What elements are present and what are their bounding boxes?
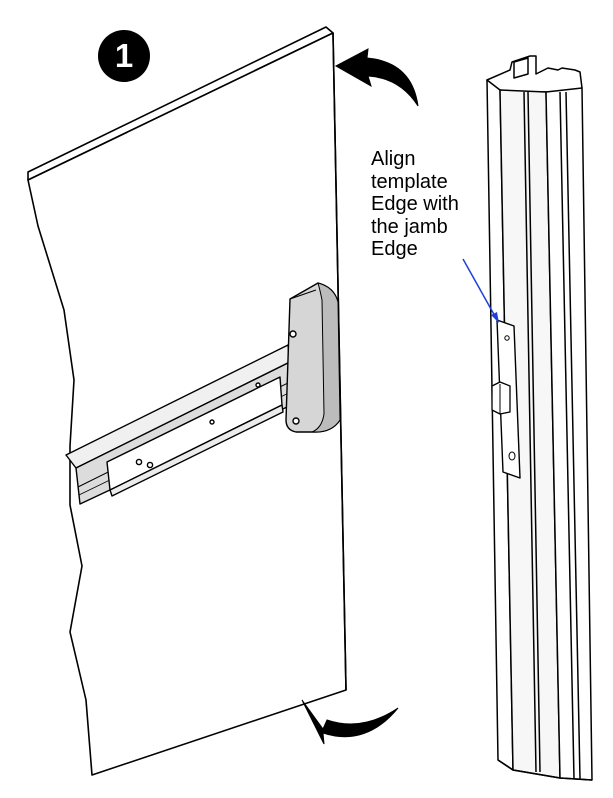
callout-line: template: [371, 170, 448, 193]
step-number-badge: 1: [98, 30, 150, 82]
door-jamb: [486, 55, 593, 781]
callout-line: Align: [371, 148, 416, 170]
leader-line: [462, 258, 497, 319]
screw-icon: [135, 458, 143, 466]
callout-line: Edge: [371, 238, 418, 261]
screw-icon: [504, 335, 510, 341]
curved-arrow-icon: [334, 48, 419, 107]
jamb-top-profile: [486, 55, 583, 93]
screw-icon: [209, 419, 215, 425]
screw-icon: [255, 382, 261, 388]
exit-device: [65, 282, 341, 505]
screw-icon: [508, 451, 516, 461]
strike-keeper: [491, 381, 511, 415]
screw-icon: [292, 417, 300, 425]
screw-icon: [289, 330, 297, 338]
screw-icon: [146, 461, 154, 469]
step-number: 1: [114, 37, 134, 74]
alignment-callout: Align template Edge with the jamb Edge: [371, 148, 481, 261]
exit-bar-touchpad-face: [109, 404, 284, 497]
leader-arrowhead-icon: [491, 312, 499, 323]
callout-line: the jamb: [371, 215, 448, 238]
curved-arrow-icon: [301, 699, 399, 745]
callout-line: Edge with: [371, 193, 459, 216]
